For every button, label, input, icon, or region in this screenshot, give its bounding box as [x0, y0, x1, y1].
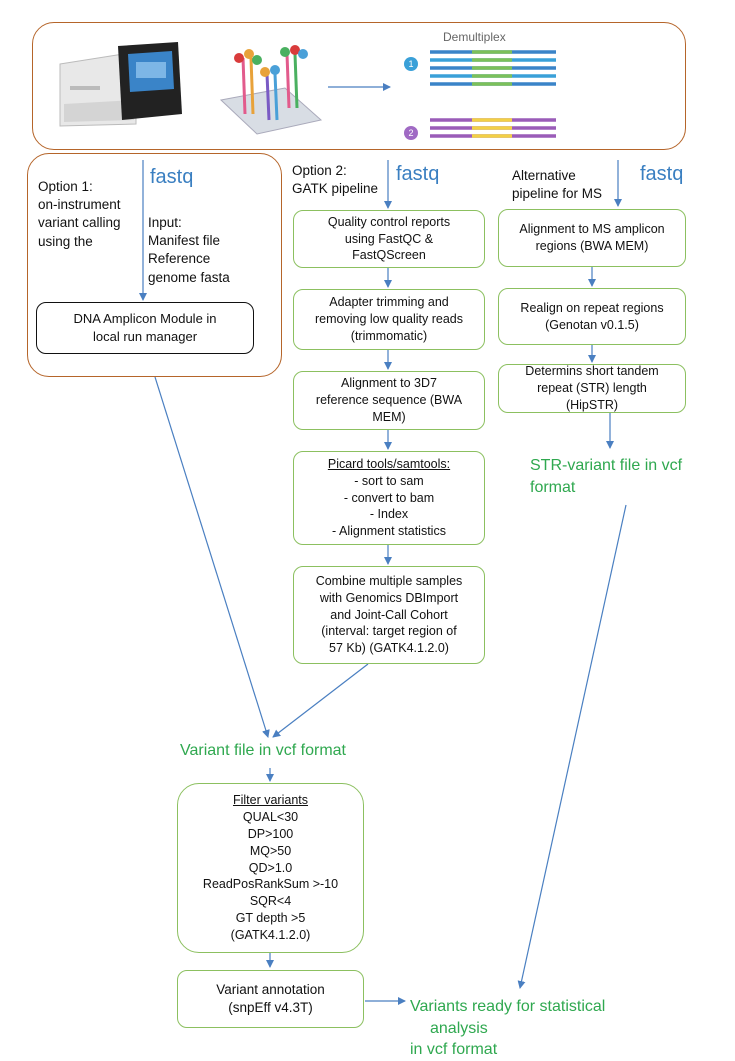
picard-samtools-box: Picard tools/samtools: - sort to sam - c…	[293, 451, 485, 545]
sequencing-panel	[32, 22, 686, 150]
arrow-str-to-final	[517, 504, 627, 989]
flowcell-image	[219, 45, 323, 135]
option2-fastq-label: fastq	[396, 163, 440, 185]
combine-samples-box: Combine multiple samples with Genomics D…	[293, 566, 485, 664]
sequencer-image	[59, 42, 182, 127]
arrow-gatk-to-variant	[272, 663, 369, 738]
sample-1-badge: 1	[404, 57, 418, 71]
adapter-trimming-box: Adapter trimming and removing low qualit…	[293, 289, 485, 350]
variant-file-label: Variant file in vcf format	[180, 742, 346, 759]
ms-alignment-box: Alignment to MS amplicon regions (BWA ME…	[498, 209, 686, 267]
alignment-3d7-box: Alignment to 3D7 reference sequence (BWA…	[293, 371, 485, 430]
alternative-fastq-label: fastq	[640, 163, 684, 185]
final-output-label: Variants ready for statistical analysis …	[410, 998, 606, 1059]
demux-reads-graphic	[430, 50, 556, 138]
variant-annotation-box: Variant annotation (snpEff v4.3T)	[177, 970, 364, 1028]
filter-variants-box: Filter variants QUAL<30 DP>100 MQ>50 QD>…	[177, 783, 364, 953]
qc-reports-box: Quality control reports using FastQC & F…	[293, 210, 485, 268]
option2-title: Option 2: GATK pipeline	[292, 163, 379, 197]
arrow-option1-to-variant	[154, 376, 270, 738]
demultiplex-label: Demultiplex	[443, 30, 506, 44]
dna-amplicon-module-box: DNA Amplicon Module in local run manager	[36, 302, 254, 354]
realign-repeat-box: Realign on repeat regions (Genotan v0.1.…	[498, 288, 686, 345]
option1-input-text: Input: Manifest file Reference genome fa…	[148, 215, 230, 285]
alternative-title: Alternative pipeline for MS	[512, 168, 603, 202]
option1-title: Option 1: on-instrument variant calling …	[38, 179, 121, 249]
str-length-box: Determins short tandem repeat (STR) leng…	[498, 364, 686, 413]
option1-fastq-label: fastq	[150, 166, 194, 188]
option1-panel	[27, 153, 282, 377]
sample-2-badge: 2	[404, 126, 418, 140]
str-variant-output: STR-variant file in vcf format	[530, 457, 683, 496]
